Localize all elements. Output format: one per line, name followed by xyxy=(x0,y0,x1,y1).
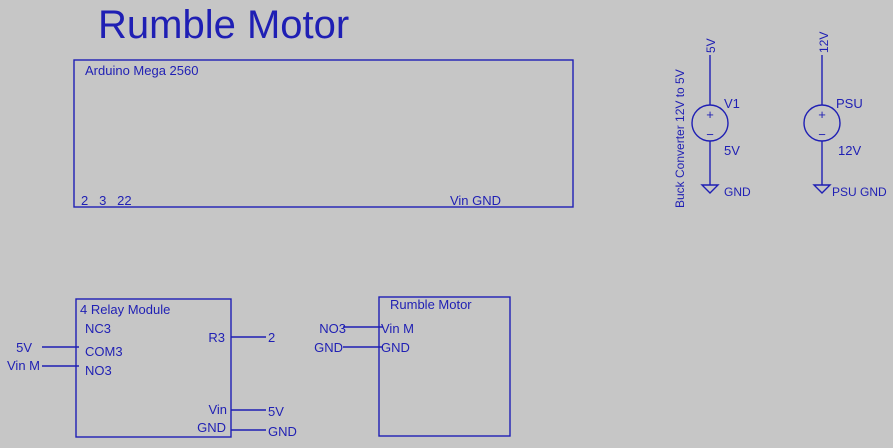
motor-pin-gnd: GND xyxy=(381,340,410,355)
relay-net-vin: 5V xyxy=(268,404,284,419)
motor-net-gnd: GND xyxy=(314,340,343,355)
psu-ground-symbol xyxy=(812,184,832,194)
v1-ground-symbol xyxy=(700,184,720,194)
relay-net-com3: 5V xyxy=(16,340,32,355)
psu-net-top: 12V xyxy=(817,32,831,53)
psu-plus-sign: + xyxy=(818,107,826,122)
relay-pin-com3: COM3 xyxy=(85,344,123,359)
relay-pin-gnd: GND xyxy=(197,420,226,435)
psu-value: 12V xyxy=(838,143,861,158)
relay-net-no3: Vin M xyxy=(7,358,40,373)
relay-name: 4 Relay Module xyxy=(80,302,170,317)
motor-name: Rumble Motor xyxy=(390,297,472,312)
v1-minus-sign: − xyxy=(706,127,714,142)
relay-pin-nc3: NC3 xyxy=(85,321,111,336)
diagram-title: Rumble Motor xyxy=(98,3,349,47)
motor-pin-vin: Vin M xyxy=(381,321,414,336)
v1-ground-label: GND xyxy=(724,185,751,199)
relay-net-r3: 2 xyxy=(268,330,275,345)
relay-pin-vin: Vin xyxy=(208,402,227,417)
v1-net-top: 5V xyxy=(704,38,718,53)
psu-minus-sign: − xyxy=(818,127,826,142)
v1-description: Buck Converter 12V to 5V xyxy=(673,69,687,208)
psu-ground-label: PSU GND xyxy=(832,185,887,199)
arduino-pins-left: 2 3 22 xyxy=(81,193,132,208)
relay-pin-r3: R3 xyxy=(208,330,225,345)
arduino-pins-right: Vin GND xyxy=(450,193,501,208)
relay-pin-no3: NO3 xyxy=(85,363,112,378)
v1-name: V1 xyxy=(724,96,740,111)
rumble-motor-block[interactable] xyxy=(378,296,511,437)
relay-module-block[interactable] xyxy=(75,298,232,438)
psu-name: PSU xyxy=(836,96,863,111)
arduino-block[interactable] xyxy=(73,59,574,208)
v1-plus-sign: + xyxy=(706,107,714,122)
motor-net-vin: NO3 xyxy=(319,321,346,336)
relay-net-gnd: GND xyxy=(268,424,297,439)
v1-value: 5V xyxy=(724,143,740,158)
arduino-name: Arduino Mega 2560 xyxy=(85,63,198,78)
